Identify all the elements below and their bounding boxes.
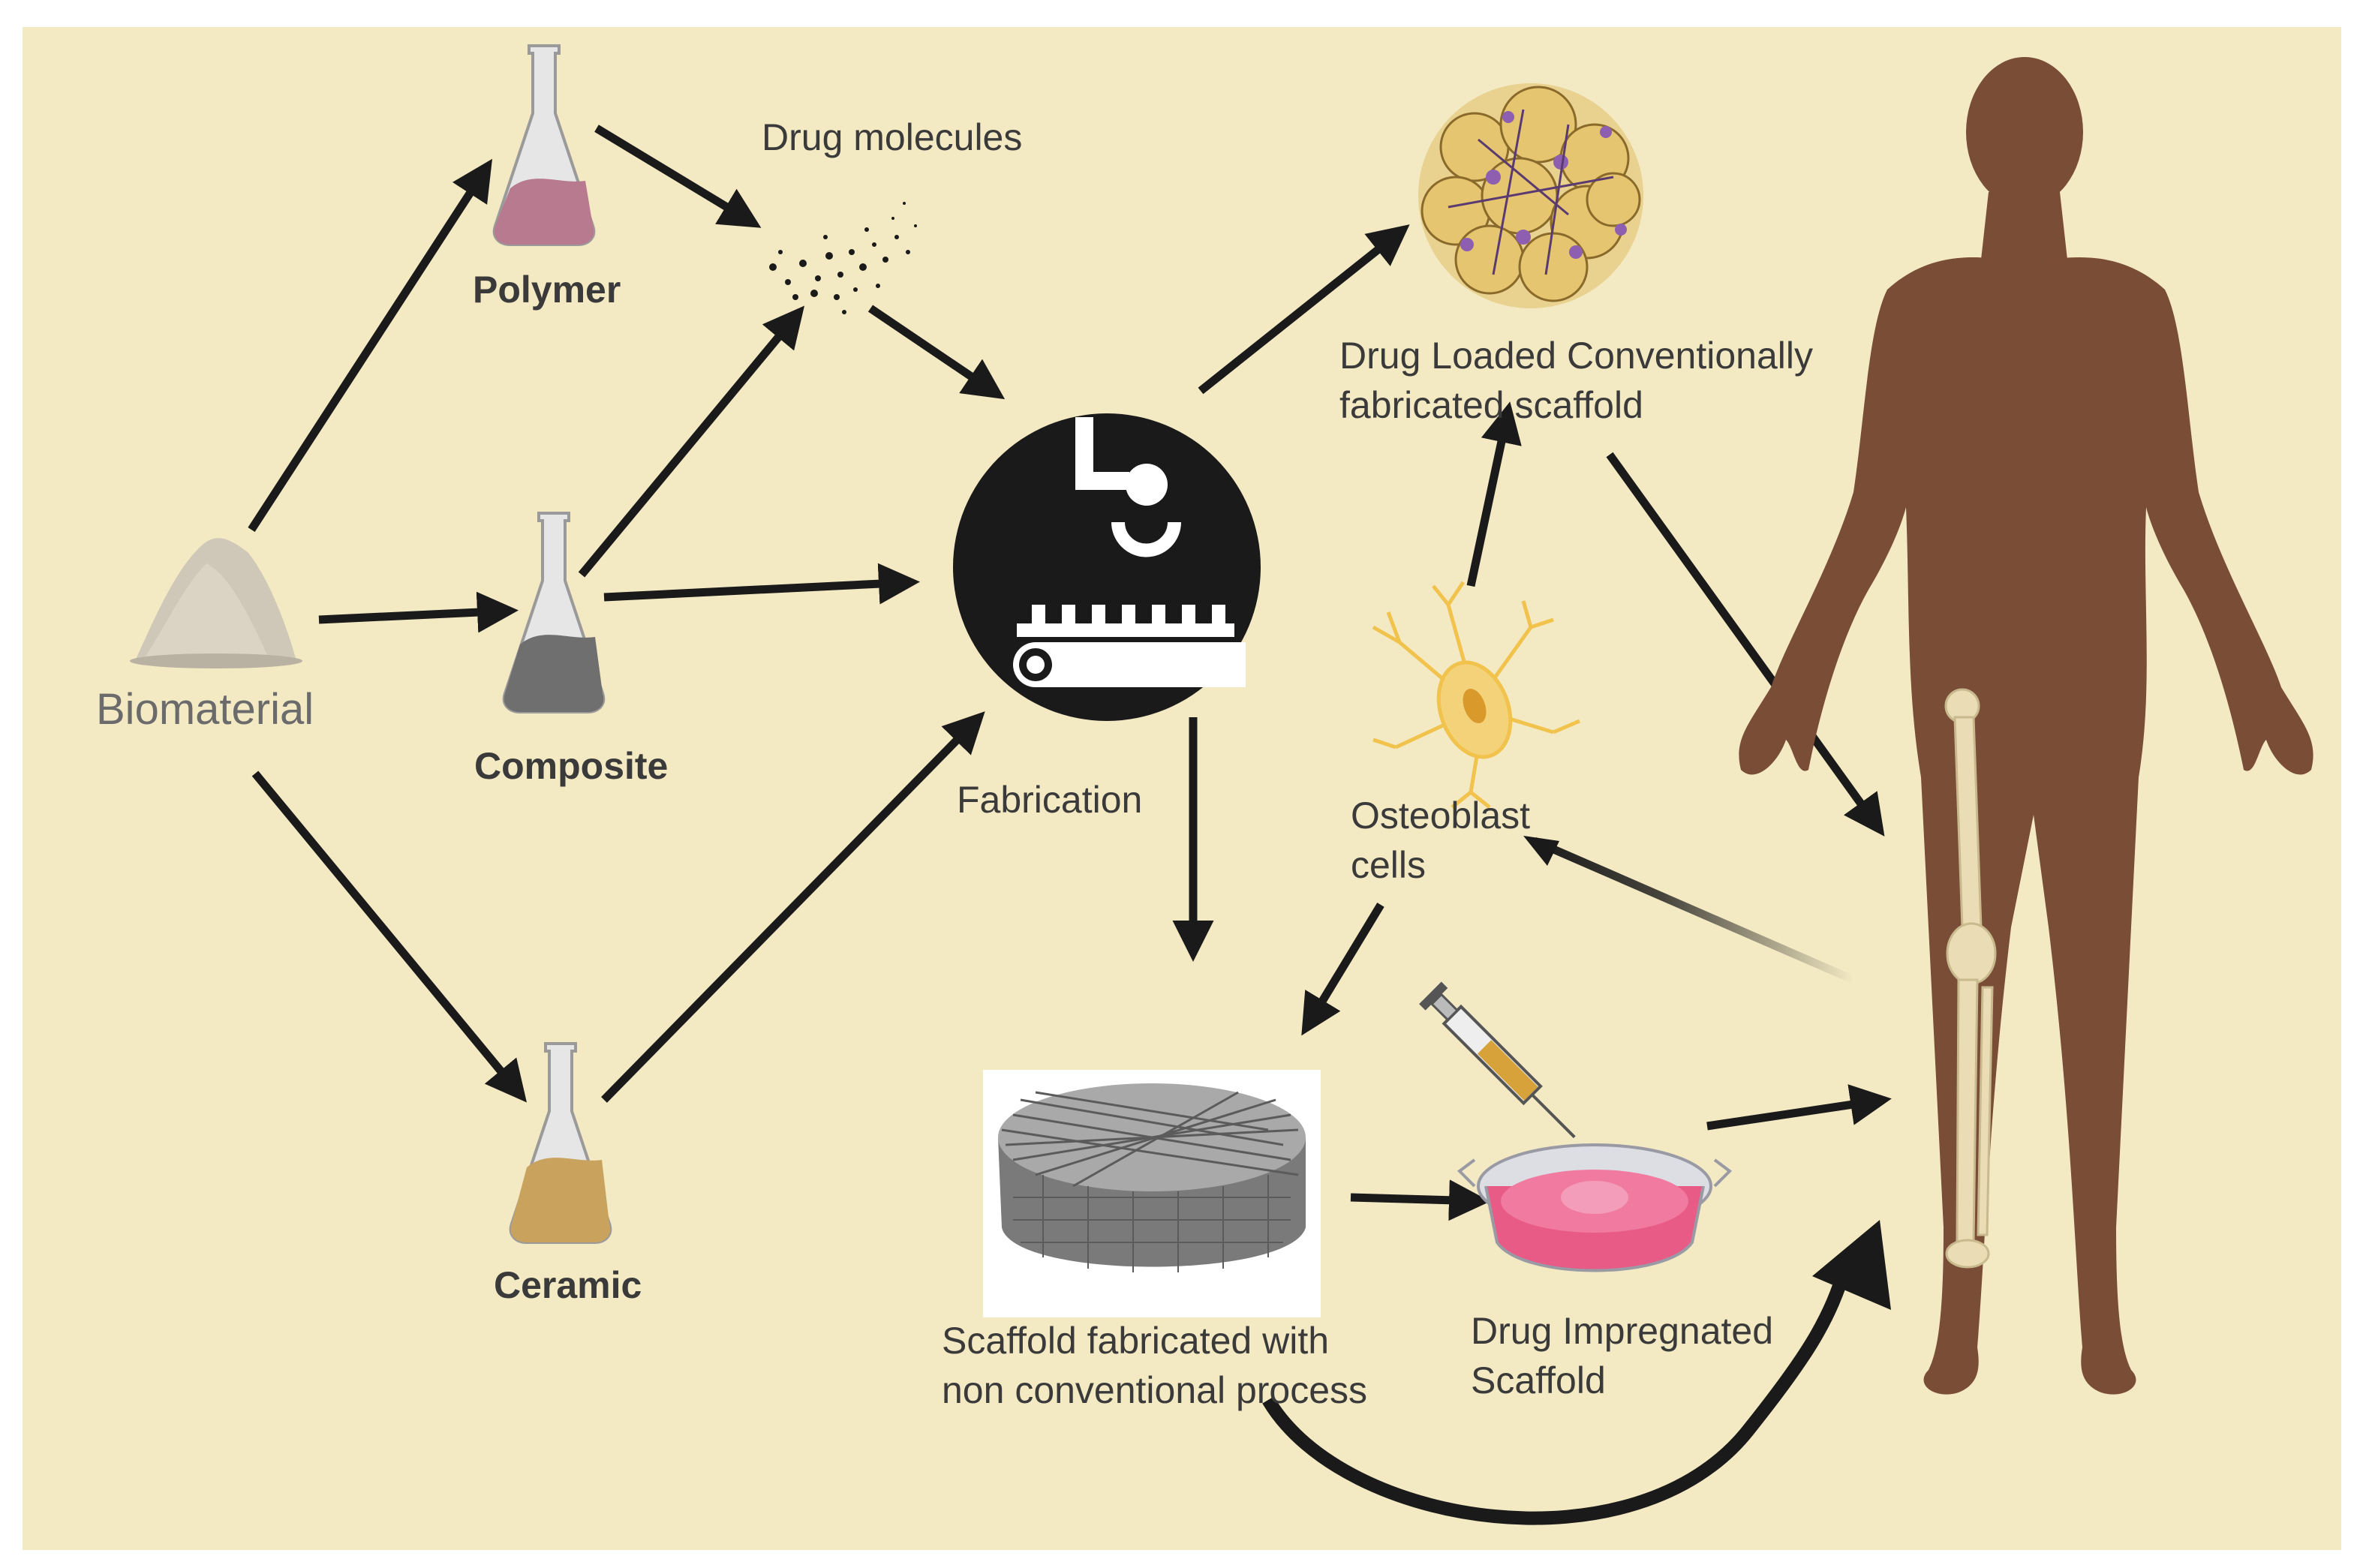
arrow-dish-to-leg — [1706, 1084, 1892, 1131]
arrow-osteoblast-to-scaffold — [1301, 903, 1384, 1036]
arrow-leg-to-osteoblast — [1532, 837, 1856, 984]
human-body-icon — [1739, 57, 2313, 1395]
arrow-biomaterial-to-composite — [318, 591, 519, 633]
impregnated-line-2: Scaffold — [1471, 1359, 1606, 1401]
arrow-composite-to-drug — [578, 305, 805, 578]
scaffold-line-2: non conventional process — [942, 1369, 1368, 1411]
scaffold-sphere-icon — [1418, 83, 1643, 308]
arrow-composite-to-fabrication — [603, 563, 920, 605]
arrow-biomaterial-to-polymer — [248, 158, 492, 532]
arrow-curved-scaffold-to-leg — [1262, 1263, 1853, 1525]
arrow-ceramic-to-fabrication — [601, 711, 985, 1103]
osteoblast-line-1: Osteoblast — [1351, 795, 1531, 837]
arrow-fabrication-to-drug-loaded — [1198, 224, 1410, 395]
composite-label: Composite — [474, 745, 669, 787]
workflow-diagram — [23, 27, 2341, 1550]
arrows — [248, 125, 1892, 1221]
fabrication-robot-icon — [953, 413, 1261, 721]
leg-bone-icon — [1944, 688, 1997, 1269]
osteoblast-cell-icon — [1372, 581, 1580, 809]
osteoblast-line-2: cells — [1351, 844, 1427, 886]
biomaterial-label: Biomaterial — [96, 685, 314, 734]
drug-molecules-label: Drug molecules — [762, 116, 1023, 158]
osteoblast-label: Osteoblast cells — [1351, 791, 1530, 890]
arrow-osteoblast-to-drug-loaded — [1466, 401, 1522, 587]
powder-pile-icon — [130, 538, 302, 668]
arrow-drug-to-fabrication — [867, 305, 1006, 400]
lattice-scaffold-icon — [983, 1070, 1321, 1317]
syringe-icon — [1419, 981, 1576, 1139]
drug-molecules-icon — [769, 202, 917, 314]
arrow-leg-to-osteoblast-head — [1523, 836, 1559, 866]
flask-icon — [492, 44, 596, 246]
arrow-polymer-to-drug — [594, 125, 762, 228]
drug-loaded-line-2: fabricated scaffold — [1339, 384, 1643, 426]
impregnated-label: Drug Impregnated Scaffold — [1471, 1306, 1773, 1405]
scaffold-line-1: Scaffold fabricated with — [942, 1320, 1330, 1362]
flask-icon — [509, 1042, 612, 1244]
arrow-curved-head — [1812, 1220, 1891, 1310]
arrow-drug-loaded-to-leg — [1606, 452, 1885, 837]
drug-loaded-label: Drug Loaded Conventionally fabricated sc… — [1339, 331, 1813, 430]
drug-loaded-line-1: Drug Loaded Conventionally — [1339, 335, 1813, 377]
arrow-biomaterial-to-ceramic — [251, 770, 528, 1103]
arrow-scaffold-to-dish — [1350, 1179, 1490, 1221]
petri-dish-icon — [1457, 1143, 1733, 1272]
diagram-panel: Biomaterial Polymer Composite Ceramic Dr… — [23, 27, 2341, 1550]
flask-icon — [502, 512, 606, 713]
fabrication-label: Fabrication — [957, 779, 1143, 821]
impregnated-line-1: Drug Impregnated — [1471, 1310, 1774, 1352]
polymer-label: Polymer — [473, 269, 621, 311]
ceramic-label: Ceramic — [494, 1264, 642, 1306]
scaffold-label: Scaffold fabricated with non conventiona… — [942, 1316, 1367, 1415]
